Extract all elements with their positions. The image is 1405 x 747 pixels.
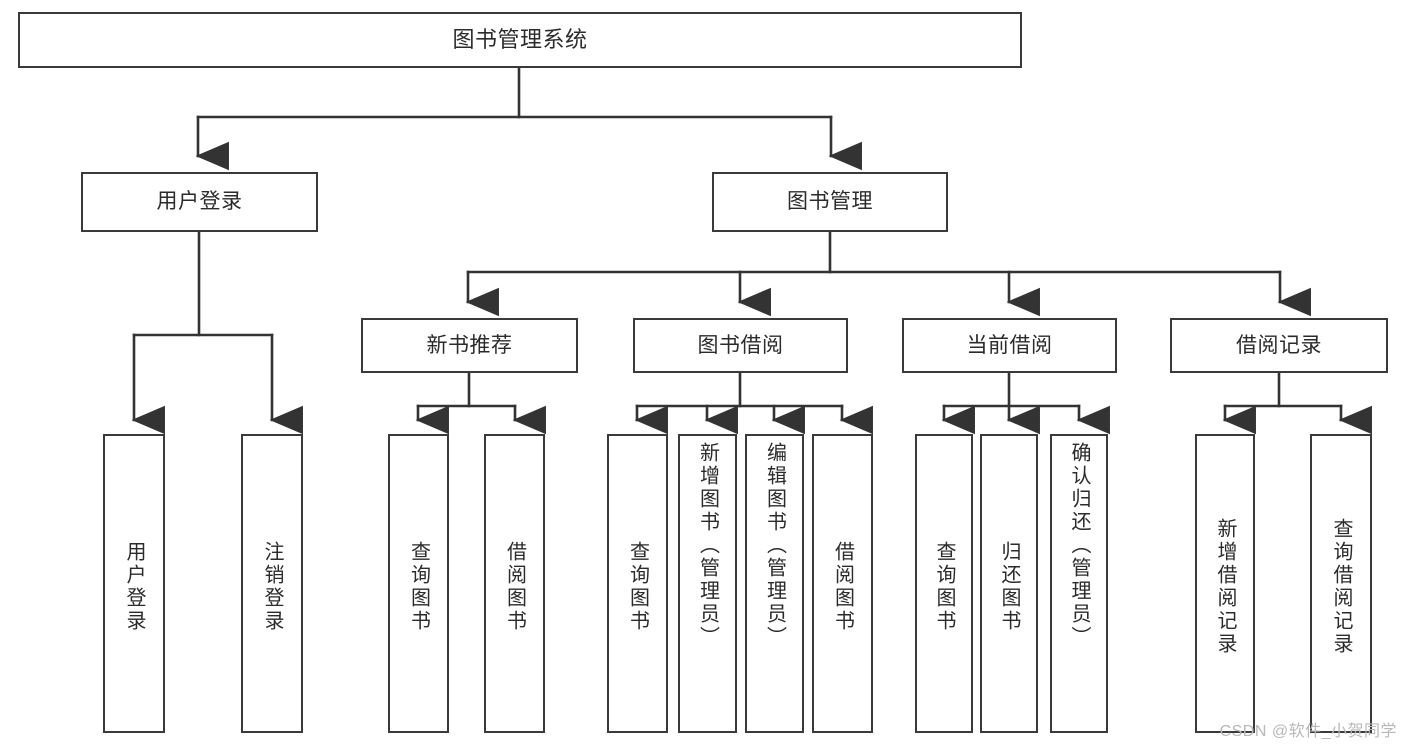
- leaf-book-borrow-edit[interactable]: 编辑图书（管理员）: [745, 434, 804, 733]
- node-label: 注销登录: [261, 540, 283, 633]
- leaf-current-borrow-confirm-return[interactable]: 确认归还（管理员）: [1050, 434, 1108, 733]
- node-label: 新书推荐: [426, 333, 513, 357]
- node-label: 编辑图书（管理员）: [763, 442, 786, 649]
- node-label: 查询借阅记录: [1330, 517, 1352, 656]
- leaf-book-borrow-borrow[interactable]: 借阅图书: [812, 434, 873, 733]
- node-label: 新增借阅记录: [1214, 517, 1236, 656]
- leaf-user-login-logout[interactable]: 注销登录: [241, 434, 303, 733]
- node-root-system[interactable]: 图书管理系统: [18, 12, 1022, 68]
- node-current-borrow[interactable]: 当前借阅: [902, 318, 1117, 373]
- node-label: 查询图书: [933, 540, 955, 633]
- node-label: 当前借阅: [966, 333, 1053, 357]
- node-new-book-recommend[interactable]: 新书推荐: [361, 318, 578, 373]
- node-book-borrow[interactable]: 图书借阅: [633, 318, 848, 373]
- watermark: CSDN @软件_小贺同学: [1219, 723, 1397, 740]
- node-book-management[interactable]: 图书管理: [712, 172, 948, 232]
- leaf-user-login-login[interactable]: 用户登录: [103, 434, 165, 733]
- leaf-new-book-borrow[interactable]: 借阅图书: [484, 434, 545, 733]
- node-label: 归还图书: [998, 540, 1020, 633]
- leaf-borrow-record-add[interactable]: 新增借阅记录: [1195, 434, 1255, 733]
- node-label: 借阅图书: [503, 540, 526, 633]
- leaf-new-book-query[interactable]: 查询图书: [388, 434, 449, 733]
- node-user-login[interactable]: 用户登录: [81, 172, 318, 232]
- node-label: 用户登录: [123, 540, 145, 633]
- node-label: 确认归还（管理员）: [1068, 442, 1090, 649]
- node-label: 借阅图书: [831, 540, 854, 633]
- node-label: 新增图书（管理员）: [696, 442, 719, 649]
- node-label: 图书管理系统: [452, 26, 588, 52]
- leaf-book-borrow-add[interactable]: 新增图书（管理员）: [678, 434, 737, 733]
- leaf-borrow-record-query[interactable]: 查询借阅记录: [1310, 434, 1372, 733]
- node-label: 查询图书: [407, 540, 430, 633]
- node-label: 用户登录: [156, 190, 243, 214]
- node-borrow-record[interactable]: 借阅记录: [1170, 318, 1388, 373]
- leaf-current-borrow-query[interactable]: 查询图书: [915, 434, 973, 733]
- node-label: 图书管理: [787, 190, 873, 214]
- leaf-current-borrow-return[interactable]: 归还图书: [980, 434, 1038, 733]
- node-label: 借阅记录: [1236, 333, 1322, 357]
- node-label: 图书借阅: [697, 333, 784, 357]
- leaf-book-borrow-query[interactable]: 查询图书: [607, 434, 668, 733]
- node-label: 查询图书: [626, 540, 649, 633]
